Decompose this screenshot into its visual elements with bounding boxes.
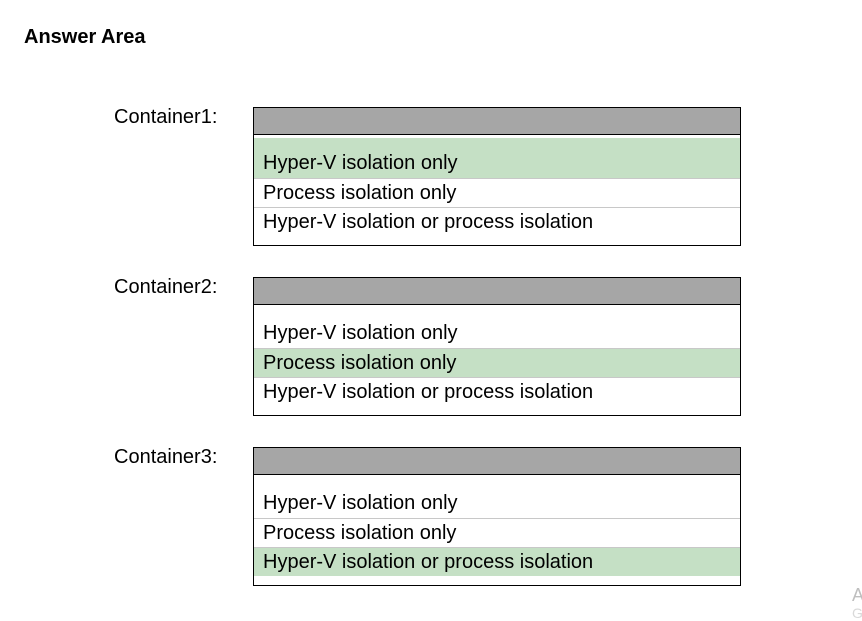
- question-container3: Container3: Hyper-V isolation only Proce…: [0, 446, 862, 587]
- option-process-only[interactable]: Process isolation only: [254, 518, 740, 547]
- option-hyperv-only[interactable]: Hyper-V isolation only: [254, 489, 740, 518]
- option-hyperv-only[interactable]: Hyper-V isolation only: [254, 138, 740, 178]
- answer-dropdown[interactable]: Hyper-V isolation only Process isolation…: [253, 107, 741, 246]
- option-process-only[interactable]: Process isolation only: [254, 348, 740, 377]
- dropdown-header[interactable]: [254, 448, 740, 475]
- option-hyperv-or-process[interactable]: Hyper-V isolation or process isolation: [254, 547, 740, 576]
- dropdown-header[interactable]: [254, 108, 740, 135]
- dropdown-header[interactable]: [254, 278, 740, 305]
- question-label: Container2:: [114, 276, 218, 298]
- option-hyperv-only[interactable]: Hyper-V isolation only: [254, 319, 740, 348]
- watermark-text-2: G: [852, 605, 862, 621]
- answer-dropdown[interactable]: Hyper-V isolation only Process isolation…: [253, 447, 741, 586]
- option-process-only[interactable]: Process isolation only: [254, 178, 740, 207]
- option-hyperv-or-process[interactable]: Hyper-V isolation or process isolation: [254, 377, 740, 406]
- question-container2: Container2: Hyper-V isolation only Proce…: [0, 276, 862, 417]
- question-container1: Container1: Hyper-V isolation only Proce…: [0, 106, 862, 247]
- option-hyperv-or-process[interactable]: Hyper-V isolation or process isolation: [254, 207, 740, 236]
- answer-area-title: Answer Area: [24, 26, 146, 48]
- question-label: Container1:: [114, 106, 218, 128]
- watermark-text: A: [852, 585, 862, 605]
- answer-dropdown[interactable]: Hyper-V isolation only Process isolation…: [253, 277, 741, 416]
- question-label: Container3:: [114, 446, 218, 468]
